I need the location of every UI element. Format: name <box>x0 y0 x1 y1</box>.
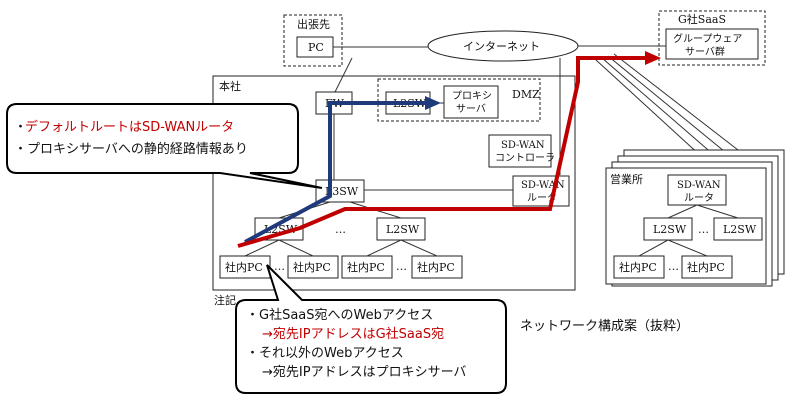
callout-bottom-line2: →宛先IPアドレスはG社SaaS宛 <box>262 326 444 342</box>
note-label: 注記 <box>214 293 236 307</box>
pc-b-ellipsis: … <box>396 260 407 273</box>
branch-l2sw-ellipsis: … <box>698 223 709 236</box>
remote-pc-label: PC <box>308 41 324 54</box>
proxy-label-1: プロキシ <box>452 90 492 102</box>
callout-bottom-line4: →宛先IPアドレスはプロキシサーバ <box>262 365 466 380</box>
branch-pc-1 <box>613 255 665 279</box>
groupware-servers <box>665 28 759 60</box>
hq-sdwan-router-label-2: ルータ <box>527 192 557 204</box>
g-saas-boundary <box>658 10 766 66</box>
groupware-label-2: サーバ群 <box>685 45 725 58</box>
sdwan-controller <box>488 134 552 168</box>
saas-route-path <box>237 56 645 248</box>
fw-internet-link <box>334 57 353 93</box>
hq-label: 本社 <box>219 79 241 93</box>
branch-pc-2-label: 社内PC <box>687 260 725 274</box>
proxy-server <box>443 85 499 119</box>
dmz-label: DMZ <box>512 88 540 101</box>
callout-top <box>6 103 323 189</box>
branch-l2sw-2-label: L2SW <box>723 223 757 236</box>
branch-pc-1-label: 社内PC <box>619 260 657 274</box>
groupware-label-1: グループウェア <box>673 32 742 45</box>
branch-router-label-1: SD-WAN <box>677 180 721 191</box>
diagram-title: ネットワーク構成案（抜粋） <box>520 318 689 334</box>
branch-l2sw-1-label: L2SW <box>653 223 687 236</box>
proxy-route-arrowhead <box>425 96 441 110</box>
branch-tunnel-lines <box>559 53 739 175</box>
proxy-label-2: サーバ <box>456 103 486 115</box>
sdwan-controller-label-1: SD-WAN <box>501 140 545 151</box>
hq-sdwan-router <box>512 175 570 207</box>
saas-route-arrowhead <box>645 51 661 65</box>
callout-bottom <box>235 264 507 394</box>
branch-links <box>638 204 739 257</box>
branch-pc-ellipsis: … <box>668 260 679 273</box>
remote-site-boundary <box>283 14 343 67</box>
pc-b2-label: 社内PC <box>417 260 455 274</box>
l2sw-ellipsis: … <box>335 223 346 236</box>
pc-b1-label: 社内PC <box>347 260 385 274</box>
dmz-boundary <box>377 78 541 122</box>
hq-sdwan-router-label-1: SD-WAN <box>521 180 565 191</box>
branch-router-label-2: ルータ <box>684 192 714 204</box>
pc-a1-label: 社内PC <box>225 260 263 274</box>
pc-links <box>244 239 438 257</box>
internet-label: インターネット <box>463 40 540 53</box>
proxy-route-path <box>244 101 425 244</box>
branch-label: 営業所 <box>610 172 643 186</box>
callout-top-line1-bullet: ・ <box>14 120 27 135</box>
callout-top-line2: ・プロキシサーバへの静的経路情報あり <box>14 141 248 157</box>
g-saas-label: G社SaaS <box>678 12 726 26</box>
pc-a-ellipsis: … <box>274 260 285 273</box>
hq-boundary <box>212 75 576 291</box>
callout-bottom-line3: ・それ以外のWebアクセス <box>246 346 404 361</box>
callout-top-line1: デフォルトルートはSD-WANルータ <box>25 119 234 135</box>
branch-sdwan-router <box>667 174 727 206</box>
l2sw-b-label: L2SW <box>386 223 420 236</box>
callout-bottom-line1: ・G社SaaS宛へのWebアクセス <box>246 307 433 323</box>
pc-a2-label: 社内PC <box>293 260 331 274</box>
sdwan-controller-label-2: コントローラ <box>495 152 555 164</box>
core-l3sw-label: L3SW <box>325 185 359 198</box>
remote-site-label: 出張先 <box>297 17 330 31</box>
